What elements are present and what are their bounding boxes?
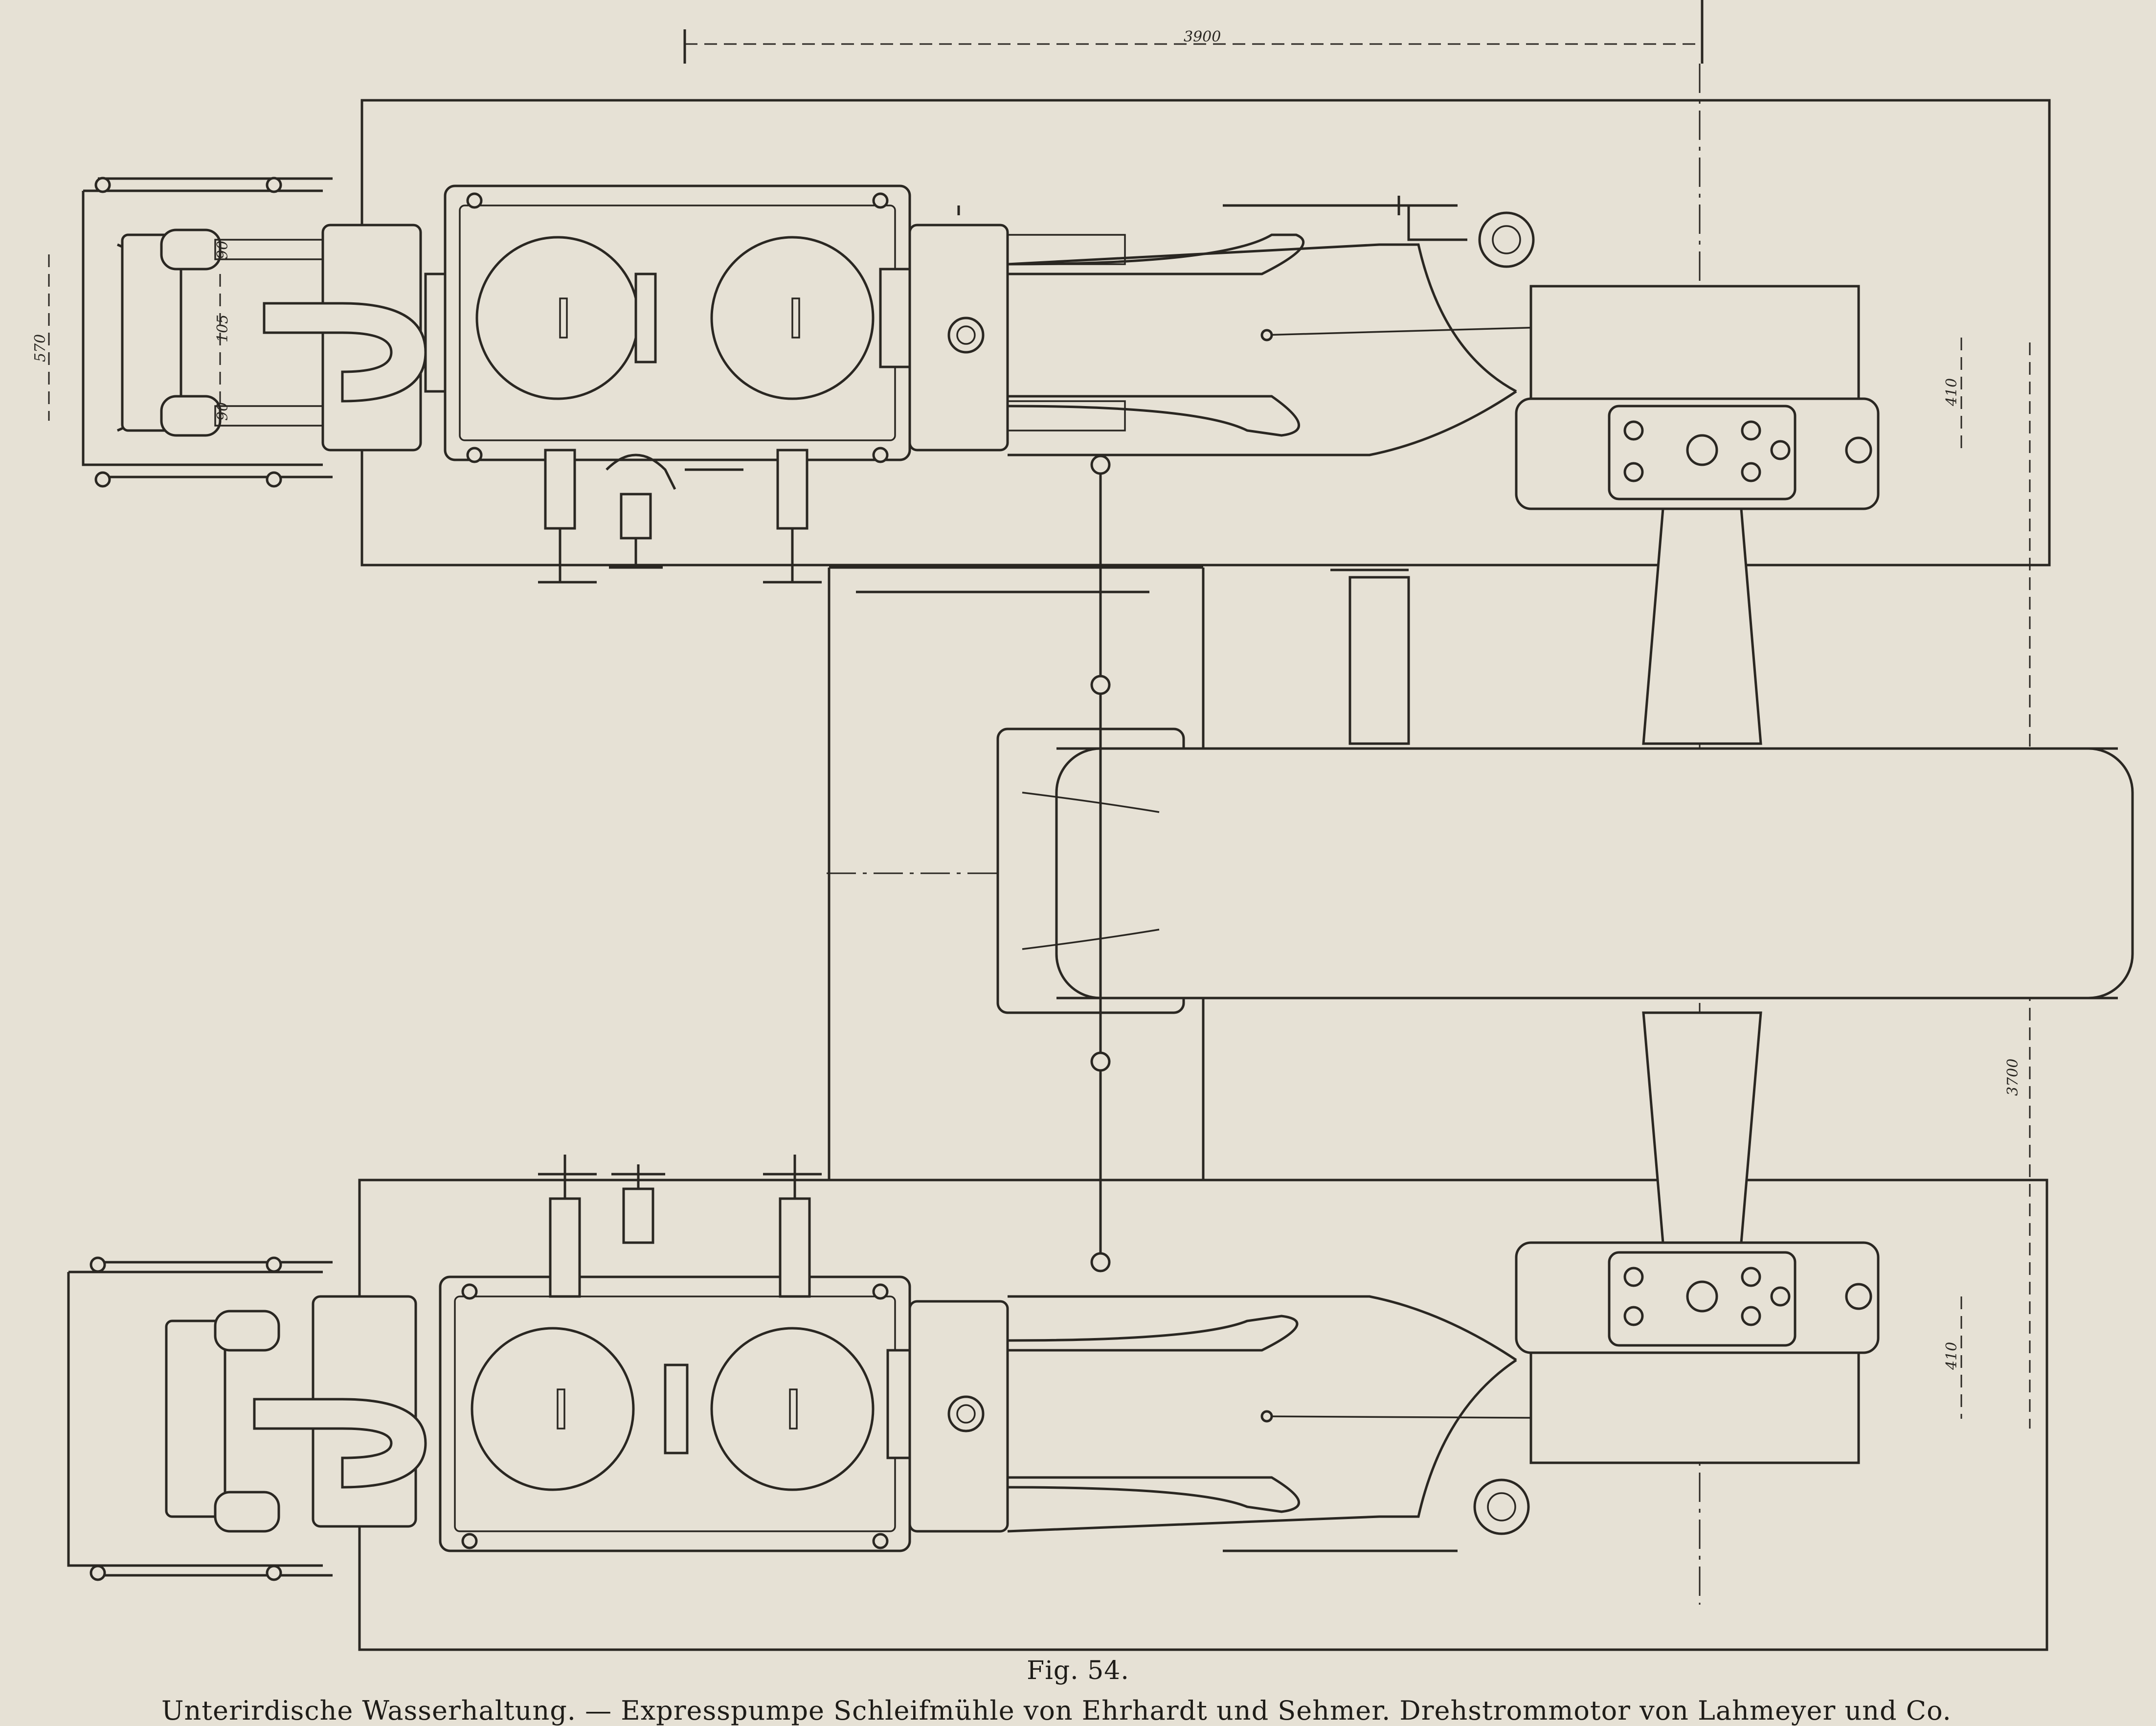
plunger-upper-label: 90 bbox=[214, 241, 231, 259]
plunger-mid-label: 105 bbox=[214, 315, 231, 342]
bottom-pump-assembly bbox=[67, 1011, 1880, 1581]
figure-caption: Fig. 54. bbox=[1027, 1656, 1129, 1685]
overall-width-label: 3900 bbox=[1184, 28, 1221, 45]
top-pump-assembly bbox=[82, 177, 1880, 745]
figure-subcaption: Unterirdische Wasserhaltung. — Expresspu… bbox=[161, 1695, 1952, 1726]
pump-spacing-top-label: 410 bbox=[1943, 378, 1960, 407]
pump-spacing-bottom-label: 410 bbox=[1943, 1342, 1960, 1370]
crosshead-guide-label: 570 bbox=[32, 334, 49, 362]
plunger-lower-label: 90 bbox=[214, 402, 231, 421]
overall-height-label: 3700 bbox=[2004, 1059, 2021, 1096]
electric-motor bbox=[856, 454, 2134, 1272]
local-dimension-lines bbox=[48, 254, 1962, 1419]
